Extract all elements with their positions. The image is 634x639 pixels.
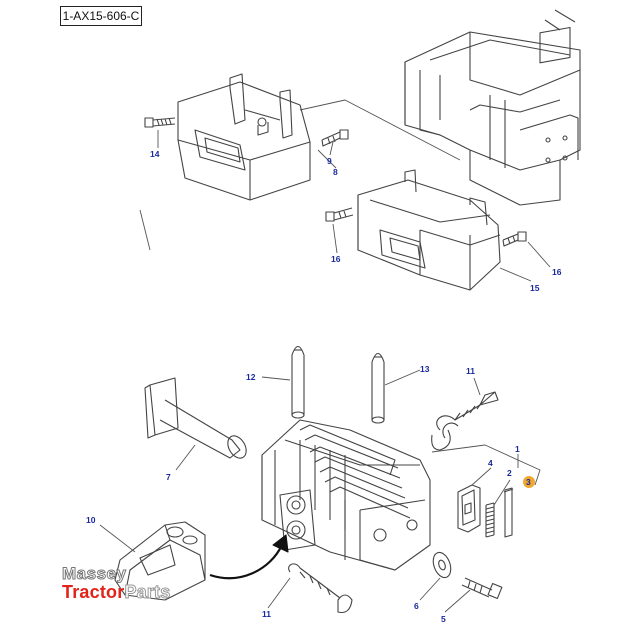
logo-line-massey: Massey <box>61 564 127 583</box>
weight-block-drawing <box>261 419 431 571</box>
bolt-16-left-drawing <box>325 207 354 222</box>
plate-4-drawing <box>457 484 481 533</box>
diagram-reference: 1-AX15-606-C <box>60 6 142 26</box>
label-3: 3 <box>526 477 531 487</box>
highlight-3 <box>523 476 535 488</box>
label-8: 8 <box>333 167 338 177</box>
label-5: 5 <box>441 614 446 624</box>
callout-labels: 14 9 8 16 16 15 12 13 11 1 4 2 3 7 10 6 … <box>86 149 562 624</box>
label-15: 15 <box>530 283 540 293</box>
label-6: 6 <box>414 601 419 611</box>
label-7: 7 <box>166 472 171 482</box>
bolt-16-right-drawing <box>502 231 527 247</box>
label-1: 1 <box>515 444 520 454</box>
bolt-5-drawing <box>461 577 503 599</box>
logo-line-tractorparts: TractorParts <box>62 582 171 602</box>
pin-13-drawing <box>371 352 385 424</box>
pin-7-drawing <box>144 377 247 459</box>
label-9: 9 <box>327 156 332 166</box>
label-4: 4 <box>488 458 493 468</box>
logo-word-tractor: Tractor <box>62 582 125 602</box>
label-16-right: 16 <box>552 267 562 277</box>
label-10: 10 <box>86 515 96 525</box>
pin-12-drawing <box>291 345 305 419</box>
logo-word-parts: Parts <box>124 582 171 602</box>
label-14: 14 <box>150 149 160 159</box>
clip-11-lower-drawing <box>288 563 353 614</box>
label-11-upper: 11 <box>466 366 475 376</box>
bolt-9-drawing <box>321 129 349 147</box>
tractor-frame-drawing <box>404 9 581 206</box>
label-16-left: 16 <box>331 254 341 264</box>
washer-6-drawing <box>432 551 452 579</box>
bolt-14-drawing <box>144 117 176 128</box>
clip-11-upper-drawing <box>431 391 499 451</box>
label-13: 13 <box>420 364 430 374</box>
label-12: 12 <box>246 372 256 382</box>
spring-2-drawing <box>485 502 495 538</box>
weight-8-drawing <box>177 73 311 201</box>
label-2: 2 <box>507 468 512 478</box>
weight-15-drawing <box>357 169 501 291</box>
label-11-lower: 11 <box>262 609 271 619</box>
drawbar-10-drawing <box>114 521 206 601</box>
pin-3-drawing <box>503 487 514 538</box>
watermark-logo: Massey TractorParts <box>61 564 171 602</box>
